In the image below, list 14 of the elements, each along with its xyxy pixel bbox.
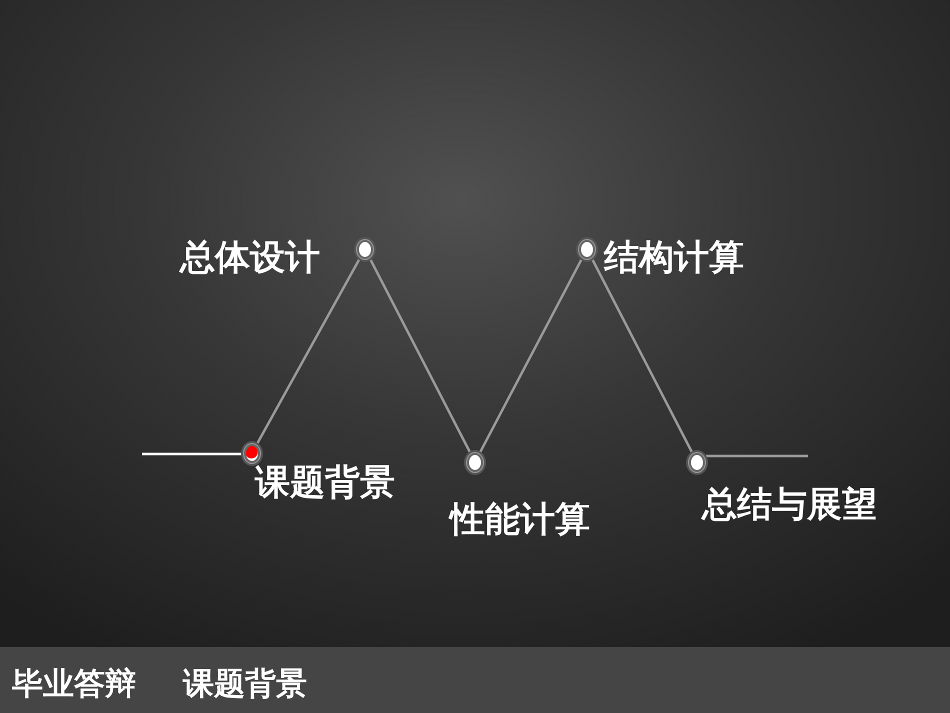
footer-title: 毕业答辩 [12,665,136,704]
step-label: 结构计算 [604,238,744,278]
marker-dot [691,454,703,470]
step-label: 总结与展望 [702,485,877,525]
step-label: 课题背景 [255,463,395,503]
marker-dot [359,242,371,256]
marker-dot [469,454,481,470]
step-label: 性能计算 [450,500,590,540]
connector-line [142,452,243,456]
marker-dot [246,446,258,460]
step-label: 总体设计 [180,238,320,278]
marker-dot [581,242,593,256]
footer-subtitle: 课题背景 [183,665,307,704]
connector-line [706,454,808,458]
